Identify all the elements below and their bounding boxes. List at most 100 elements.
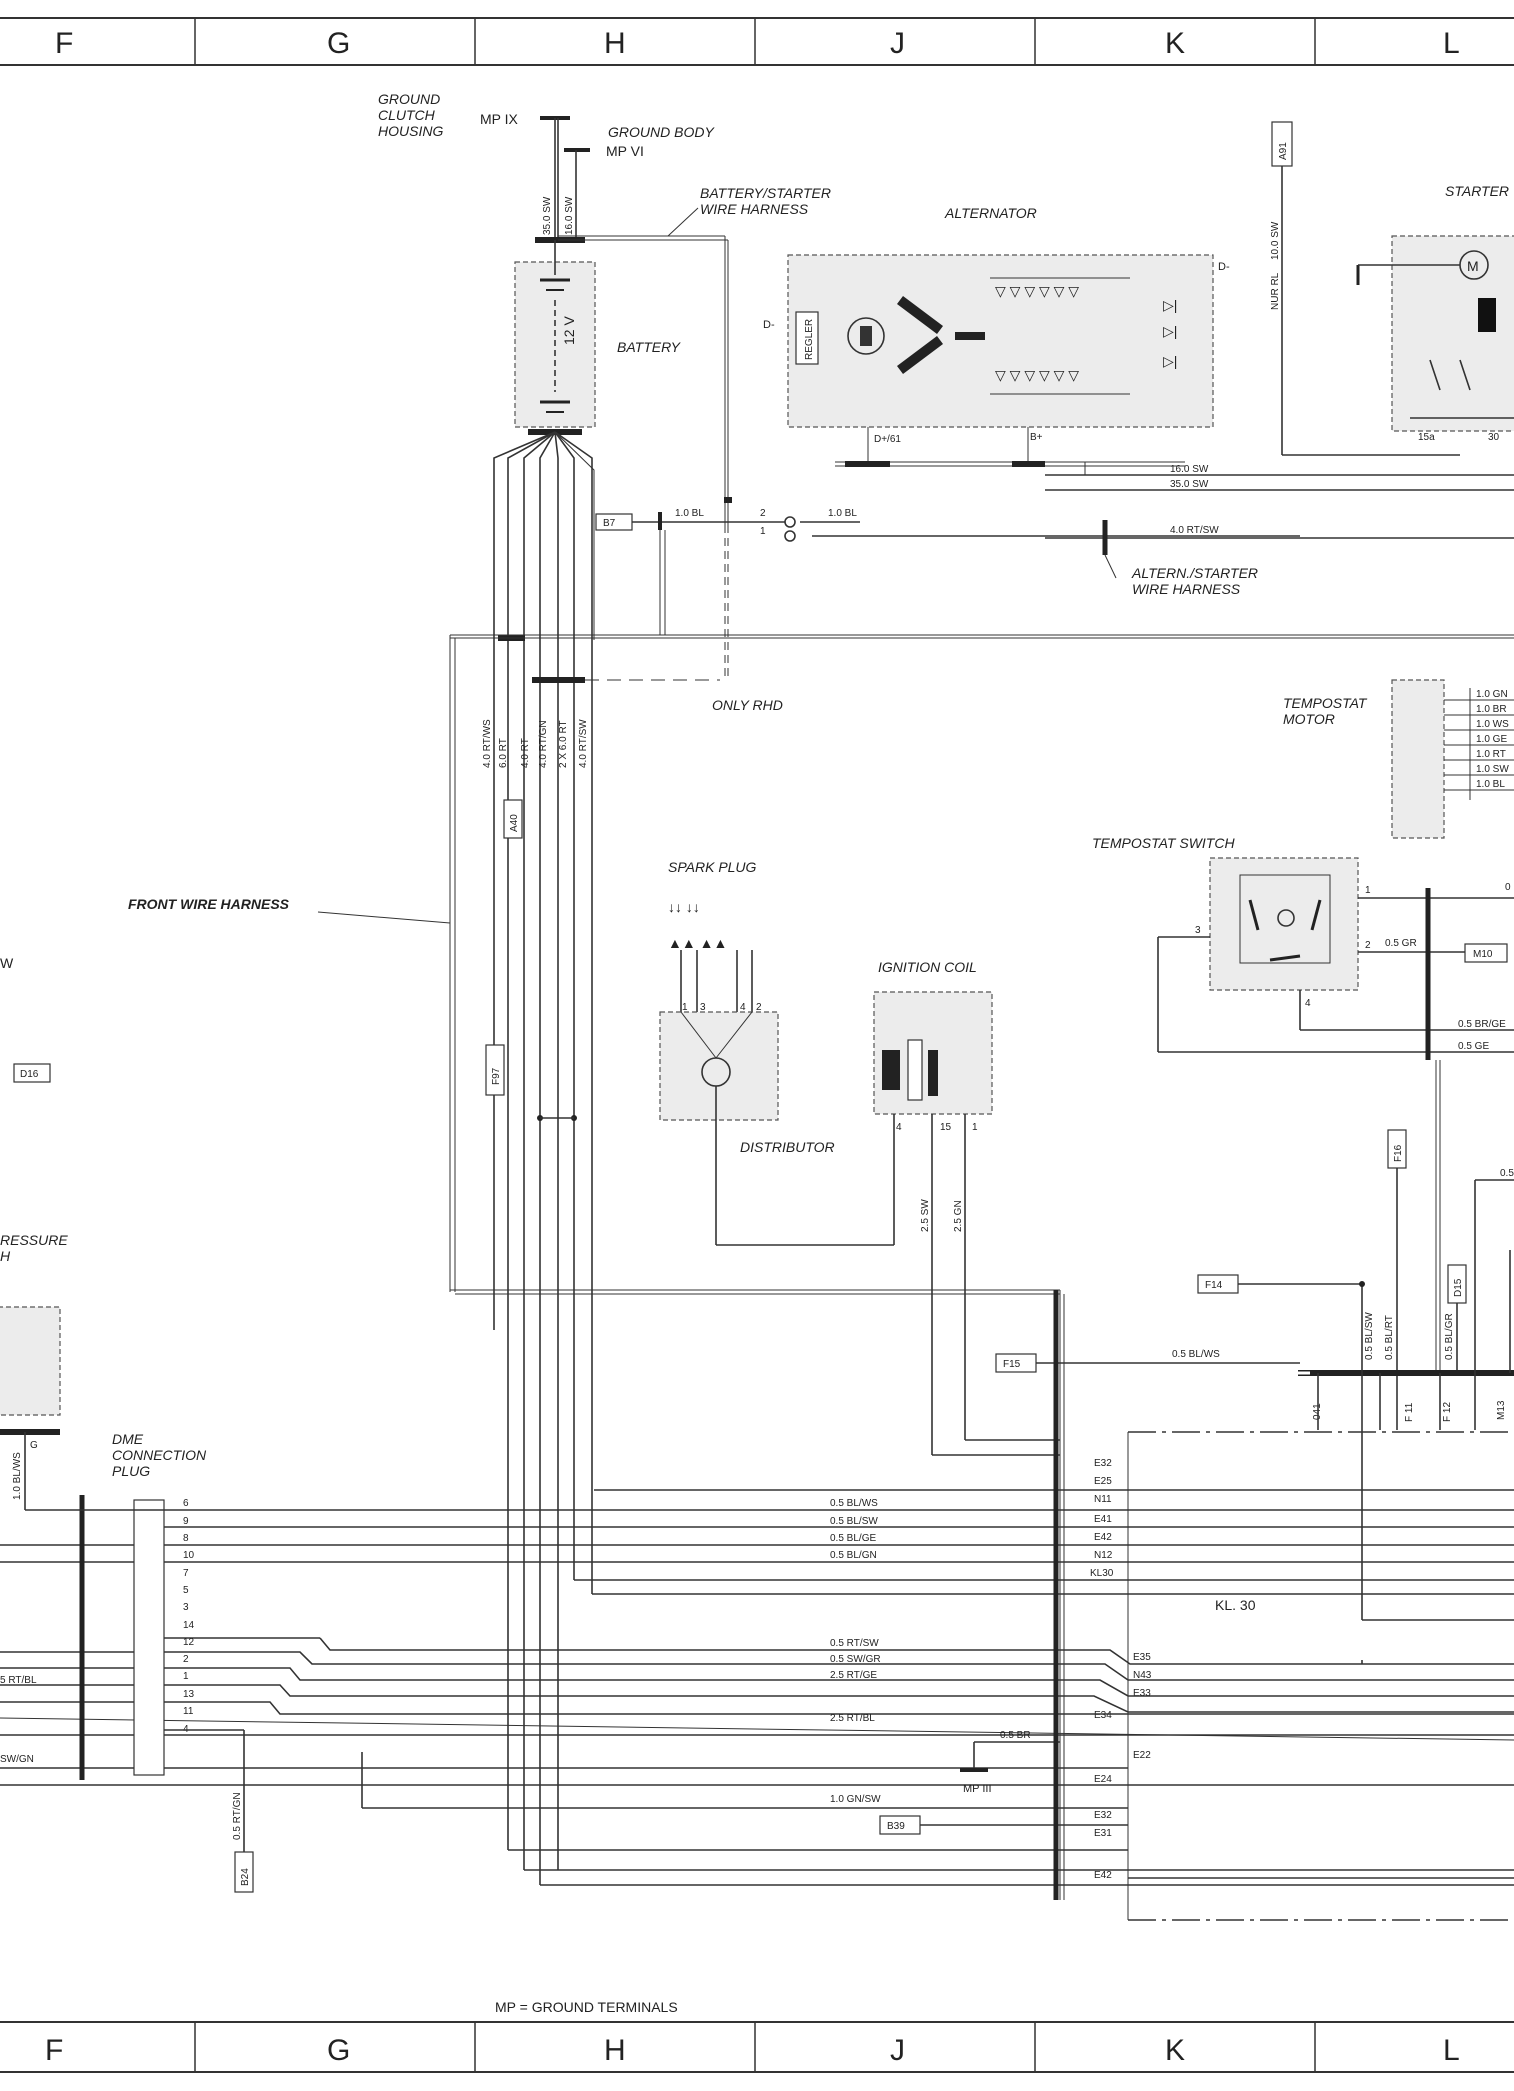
starter-label: STARTER bbox=[1445, 183, 1509, 199]
svg-text:GROUND: GROUND bbox=[378, 91, 440, 107]
svg-text:1.0 GN: 1.0 GN bbox=[1476, 689, 1508, 700]
tempostat-motor bbox=[1391, 679, 1445, 839]
grid-header: F G H J K L bbox=[0, 17, 1514, 66]
wire-25gn: 2.5 GN bbox=[953, 1200, 964, 1232]
svg-text:0.5 SW/GR: 0.5 SW/GR bbox=[830, 1654, 881, 1665]
svg-text:1.0 BL: 1.0 BL bbox=[1476, 779, 1505, 790]
grid-footer: MP = GROUND TERMINALS F G H J K L bbox=[0, 1999, 1514, 2073]
battery-starter-wires bbox=[558, 235, 732, 680]
svg-text:1: 1 bbox=[1365, 885, 1371, 896]
col-label-h-bottom: H bbox=[604, 2034, 626, 2067]
connector-m10 bbox=[1464, 943, 1508, 963]
connector-b7-label: A40 bbox=[509, 814, 520, 832]
plug-contact-2 bbox=[784, 516, 796, 528]
alternator bbox=[787, 254, 1214, 428]
svg-text:▽ ▽ ▽ ▽ ▽ ▽: ▽ ▽ ▽ ▽ ▽ ▽ bbox=[995, 283, 1079, 299]
wire-16sw-alt: 16.0 SW bbox=[1170, 464, 1209, 475]
pressure-switch-label: RESSURE H bbox=[0, 1232, 68, 1264]
svg-text:12: 12 bbox=[183, 1637, 195, 1648]
svg-text:2.5 RT/GE: 2.5 RT/GE bbox=[830, 1670, 877, 1681]
svg-text:DME: DME bbox=[112, 1431, 144, 1447]
svg-text:8: 8 bbox=[183, 1533, 189, 1544]
svg-text:4: 4 bbox=[740, 1002, 746, 1013]
svg-text:9: 9 bbox=[183, 1516, 189, 1527]
plug-pin-1: 1 bbox=[760, 526, 766, 537]
wire-10gnsw: 1.0 GN/SW bbox=[830, 1794, 881, 1805]
tempostat-motor-wires: 1.0 GN 1.0 BR 1.0 WS 1.0 GE 1.0 RT 1.0 S… bbox=[1444, 688, 1514, 800]
wire-a40-1bl: 1.0 BL bbox=[675, 508, 704, 519]
svg-text:1.0 SW: 1.0 SW bbox=[1476, 764, 1509, 775]
svg-text:E24: E24 bbox=[1094, 1774, 1112, 1785]
k-vertical-wire-labels: 0.5 BL/SW 0.5 BL/RT 0.5 BL/GR bbox=[1364, 1312, 1455, 1360]
svg-text:11: 11 bbox=[183, 1706, 194, 1717]
ignition-coil-wires bbox=[716, 1114, 1060, 1456]
front-harness-leader bbox=[317, 911, 451, 924]
cut-label-0: 0 bbox=[1505, 882, 1511, 893]
battery-voltage: 12 V bbox=[561, 316, 577, 345]
svg-text:3: 3 bbox=[183, 1602, 189, 1613]
connector-b24 bbox=[234, 1851, 254, 1893]
svg-text:↓↓ ↓↓: ↓↓ ↓↓ bbox=[668, 899, 700, 915]
plug-contact-1 bbox=[784, 530, 796, 542]
svg-text:E22: E22 bbox=[1133, 1750, 1151, 1761]
ignition-coil-label: IGNITION COIL bbox=[878, 959, 977, 975]
battery-starter-harness-label: BATTERY/STARTER WIRE HARNESS bbox=[667, 185, 831, 237]
col-label-g: G bbox=[327, 27, 350, 60]
mp-vi-label: MP VI bbox=[606, 143, 644, 159]
svg-text:E32: E32 bbox=[1094, 1810, 1112, 1821]
col-label-j: J bbox=[890, 27, 905, 60]
svg-text:4: 4 bbox=[896, 1122, 902, 1133]
alternator-diodes: ▽ ▽ ▽ ▽ ▽ ▽ ▽ ▽ ▽ ▽ ▽ ▽ ▷| ▷| ▷| bbox=[995, 283, 1177, 383]
col-label-j-bottom: J bbox=[890, 2034, 905, 2067]
svg-text:1.0 RT: 1.0 RT bbox=[1476, 749, 1506, 760]
alt-b-plus-label: B+ bbox=[1030, 432, 1043, 443]
col-label-f: F bbox=[55, 27, 73, 60]
front-wire-harness-label: FRONT WIRE HARNESS bbox=[128, 896, 290, 912]
connector-f97-label: F97 bbox=[491, 1067, 502, 1085]
svg-text:WIRE HARNESS: WIRE HARNESS bbox=[700, 201, 809, 217]
plug-pin-2: 2 bbox=[760, 508, 766, 519]
alt-d-plus-label: D+/61 bbox=[874, 434, 901, 445]
wire-a40-2bl: 1.0 BL bbox=[828, 508, 857, 519]
svg-text:E31: E31 bbox=[1094, 1828, 1112, 1839]
svg-text:7: 7 bbox=[183, 1568, 189, 1579]
distributor-internals bbox=[680, 1011, 753, 1245]
col-label-f-bottom: F bbox=[45, 2034, 63, 2067]
svg-text:1: 1 bbox=[972, 1122, 978, 1133]
kl30-label: KL. 30 bbox=[1215, 1597, 1256, 1613]
spark-plug-label: SPARK PLUG bbox=[668, 859, 757, 875]
svg-text:WIRE HARNESS: WIRE HARNESS bbox=[1132, 581, 1241, 597]
svg-text:2: 2 bbox=[183, 1654, 189, 1665]
svg-text:2: 2 bbox=[756, 1002, 762, 1013]
svg-text:14: 14 bbox=[183, 1620, 195, 1631]
svg-text:M: M bbox=[1467, 258, 1479, 274]
svg-text:1: 1 bbox=[682, 1002, 688, 1013]
harness-wire-labels: 4.0 RT/WS 6.0 RT 4.0 RT 4.0 RT/GN 2 X 6.… bbox=[482, 719, 589, 768]
svg-text:E32: E32 bbox=[1094, 1458, 1112, 1469]
col-label-g-bottom: G bbox=[327, 2034, 350, 2067]
ecu-pin-labels: E32 E25 N11 E41 E42 N12 KL30 E35 N43 E33… bbox=[1090, 1458, 1152, 1881]
wire-35sw: 35.0 SW bbox=[542, 196, 553, 235]
svg-text:4: 4 bbox=[1305, 998, 1311, 1009]
mp-iii-ground bbox=[960, 1741, 1060, 1772]
svg-text:N43: N43 bbox=[1133, 1670, 1152, 1681]
ignition-coil-internals bbox=[882, 1039, 938, 1101]
connector-d15-label: D15 bbox=[1453, 1278, 1464, 1297]
svg-text:RESSURE: RESSURE bbox=[0, 1232, 68, 1248]
bus-wire-labels: 0.5 BL/WS 0.5 BL/SW 0.5 BL/GE 0.5 BL/GN … bbox=[830, 1498, 881, 1724]
svg-text:F 11: F 11 bbox=[1404, 1402, 1415, 1422]
svg-text:2.5 RT/BL: 2.5 RT/BL bbox=[830, 1713, 875, 1724]
alternator-output-wires bbox=[835, 427, 1514, 555]
svg-text:1.0 BR: 1.0 BR bbox=[1476, 704, 1507, 715]
svg-text:ALTERN./STARTER: ALTERN./STARTER bbox=[1131, 565, 1258, 581]
col-label-k: K bbox=[1165, 27, 1185, 60]
svg-text:1.0 WS: 1.0 WS bbox=[1476, 719, 1509, 730]
distributor-label: DISTRIBUTOR bbox=[740, 1139, 835, 1155]
pressure-switch-pin-g: G bbox=[30, 1440, 38, 1451]
wire-10sw: 10.0 SW bbox=[1270, 221, 1281, 260]
tempostat-switch-internals bbox=[1239, 874, 1331, 964]
svg-text:▽ ▽ ▽ ▽ ▽ ▽: ▽ ▽ ▽ ▽ ▽ ▽ bbox=[995, 367, 1079, 383]
wire-16sw: 16.0 SW bbox=[564, 196, 575, 235]
spark-plugs: ↓↓ ↓↓ ▲▲ ▲▲ bbox=[668, 899, 753, 1012]
k-verticals bbox=[1317, 1179, 1514, 1620]
